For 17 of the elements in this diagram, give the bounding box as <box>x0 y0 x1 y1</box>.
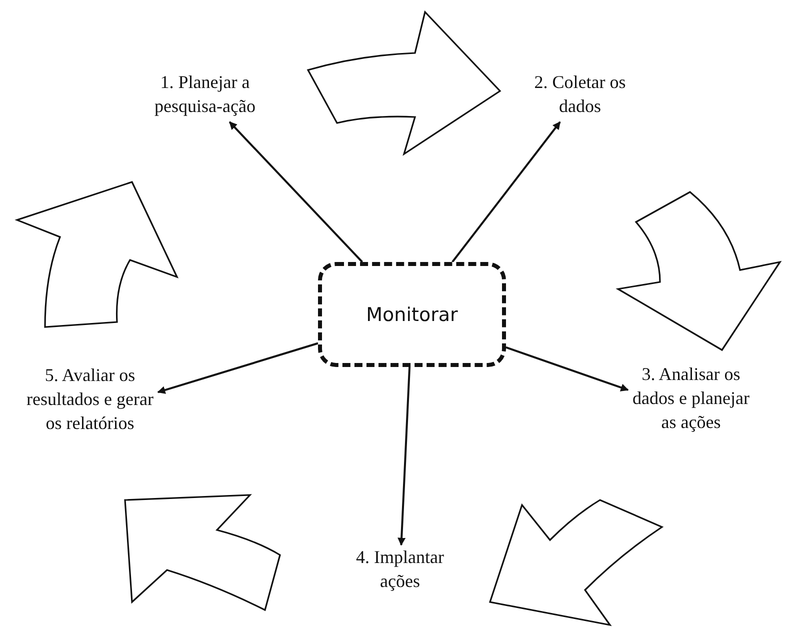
step-label: 5. Avaliar os resultados e gerar os relatórios <box>26 364 154 435</box>
step-label: 4. Implantar ações <box>355 546 445 593</box>
process-box <box>318 262 506 367</box>
arrow <box>452 121 561 263</box>
block-arrow <box>617 191 781 351</box>
block-arrow <box>489 499 663 626</box>
step-label: 1. Planejar a pesquisa-ação <box>154 71 256 118</box>
node-label: Monitorar <box>366 302 458 326</box>
step-label: 2. Coletar os dados <box>533 71 627 118</box>
arrow <box>398 366 411 546</box>
block-arrow <box>307 11 501 155</box>
arrow <box>157 342 318 394</box>
step-label: 3. Analisar os dados e planejar as ações <box>632 363 750 434</box>
arrow <box>506 346 629 392</box>
block-arrow <box>124 494 281 611</box>
arrow <box>228 121 363 263</box>
block-arrow <box>16 181 178 328</box>
